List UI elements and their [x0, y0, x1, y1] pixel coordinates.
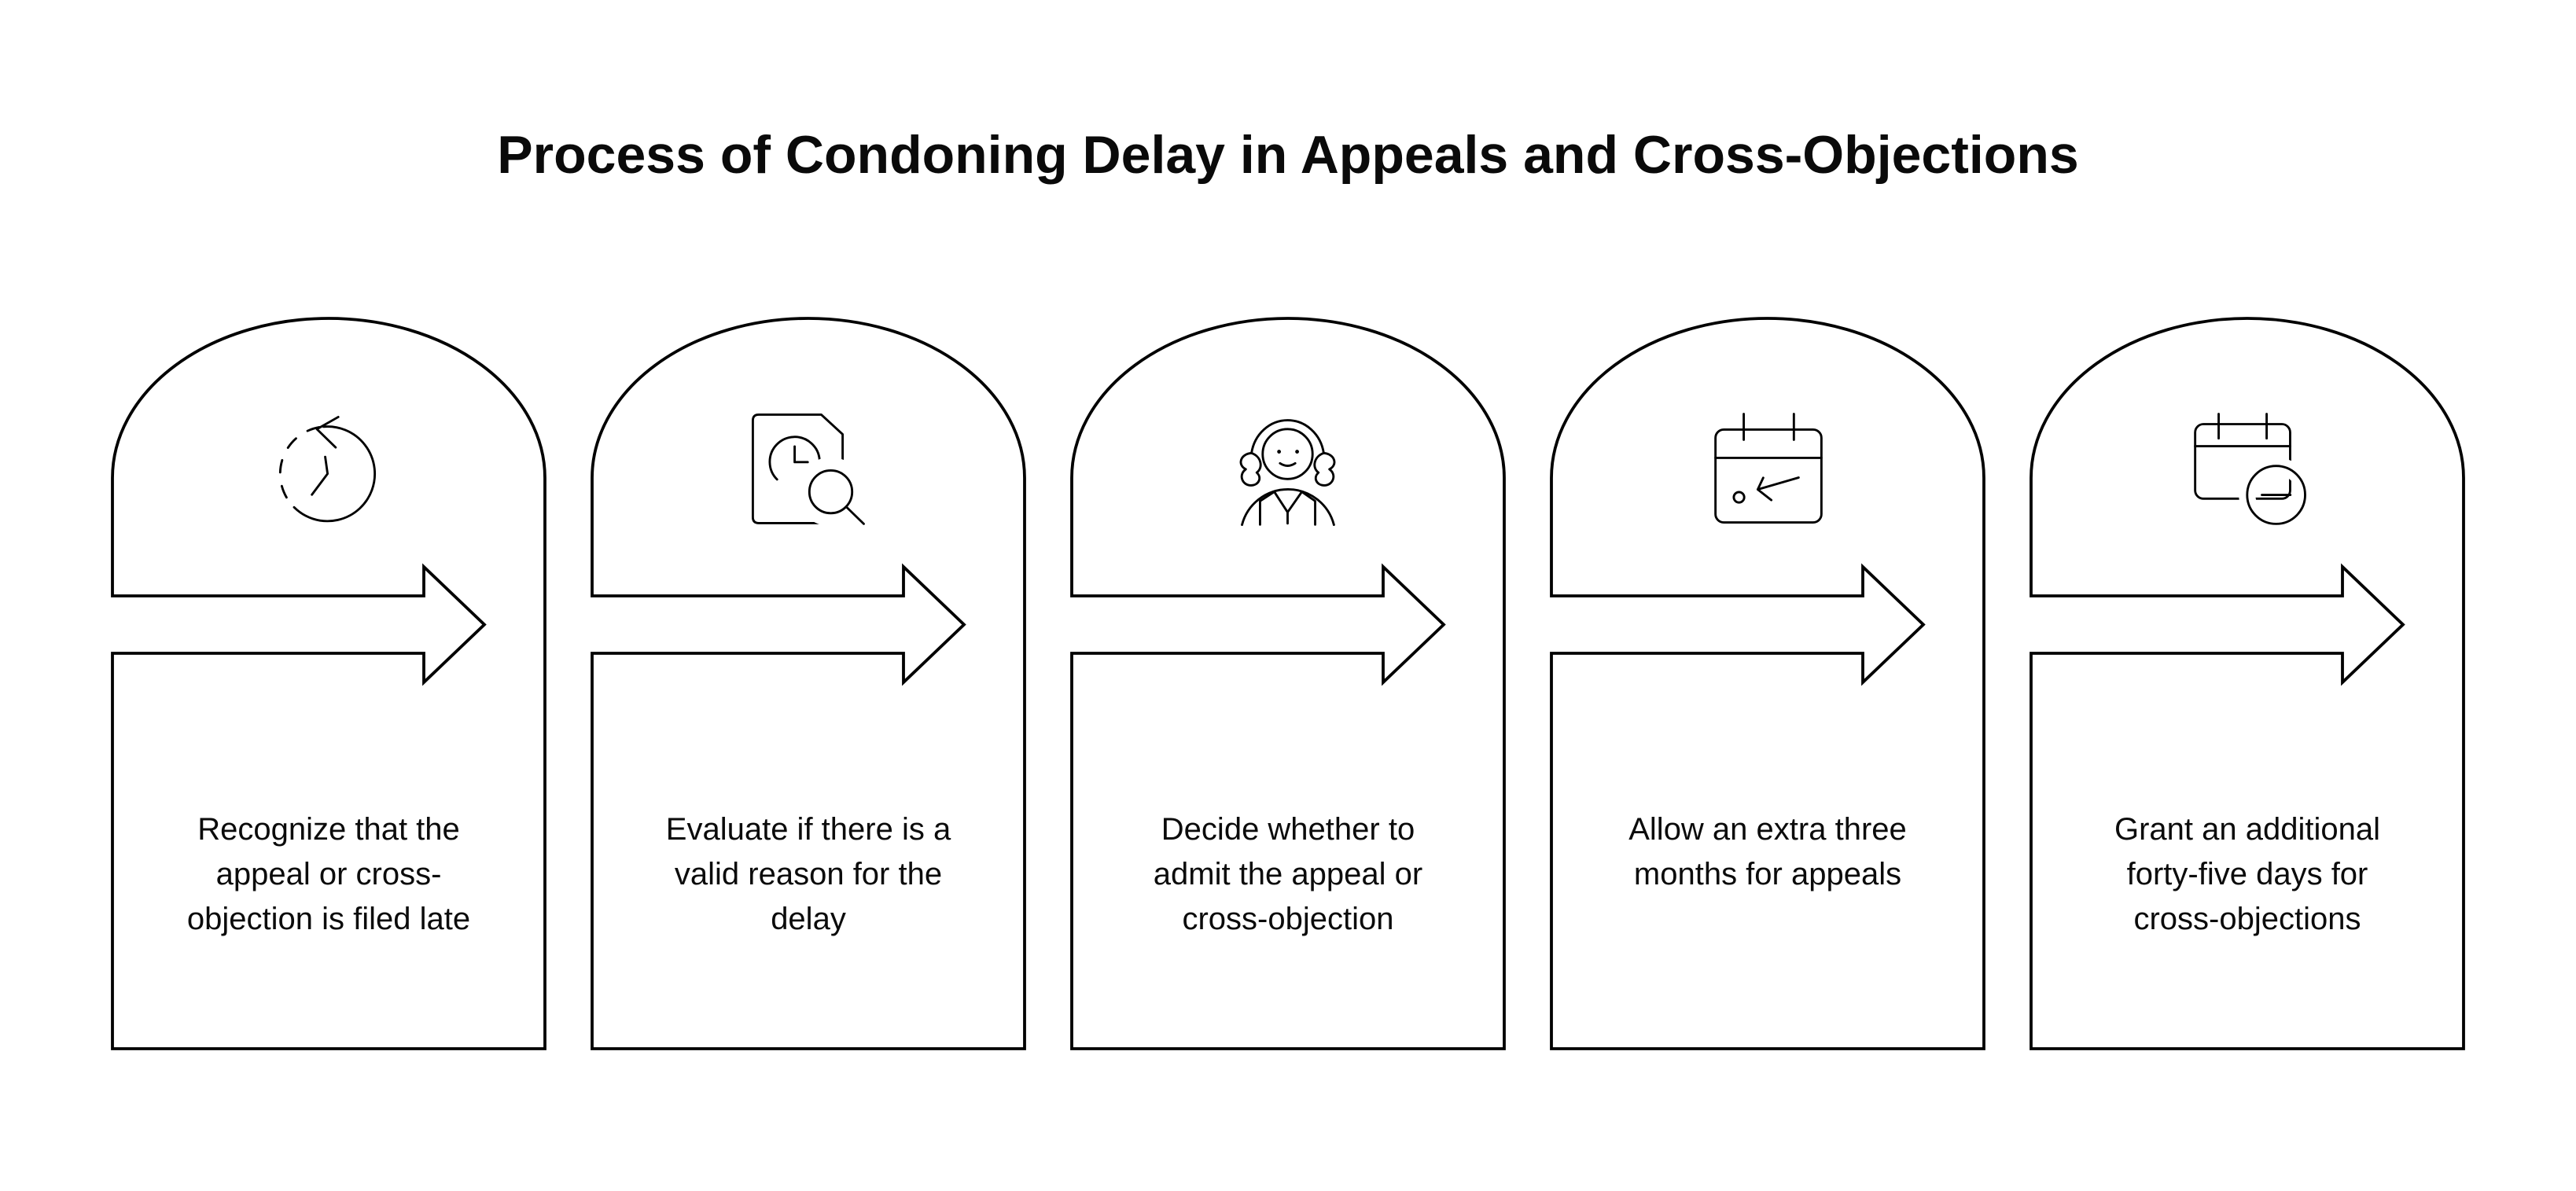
calendar-arrow-icon	[1714, 413, 1823, 524]
document-search-icon	[751, 413, 878, 537]
step-description: Evaluate if there is a valid reason for …	[665, 812, 951, 936]
history-clock-icon	[278, 416, 377, 523]
process-step-4: Allow an extra three months for appeals	[1550, 317, 1985, 1050]
process-step-2: Evaluate if there is a valid reason for …	[591, 317, 1026, 1050]
step-description: Recognize that the appeal or cross- obje…	[186, 812, 471, 936]
arch-arrow-shape	[591, 317, 1026, 1050]
step-description: Decide whether to admit the appeal or cr…	[1153, 812, 1423, 936]
step-description: Grant an additional forty-five days for …	[2114, 812, 2380, 936]
process-step-5: Grant an additional forty-five days for …	[2030, 317, 2465, 1050]
step-description: Allow an extra three months for appeals	[1628, 812, 1907, 891]
arch-arrow-shape	[111, 317, 546, 1050]
arch-arrow-shape	[2030, 317, 2465, 1050]
calendar-minus-icon	[2194, 413, 2314, 532]
diagram-title: Process of Condoning Delay in Appeals an…	[497, 125, 2079, 185]
judge-icon	[1239, 419, 1336, 527]
process-step-3: Decide whether to admit the appeal or cr…	[1070, 317, 1506, 1050]
arch-arrow-shape	[1550, 317, 1985, 1050]
process-step-1: Recognize that the appeal or cross- obje…	[111, 317, 546, 1050]
arch-arrow-shape	[1070, 317, 1506, 1050]
